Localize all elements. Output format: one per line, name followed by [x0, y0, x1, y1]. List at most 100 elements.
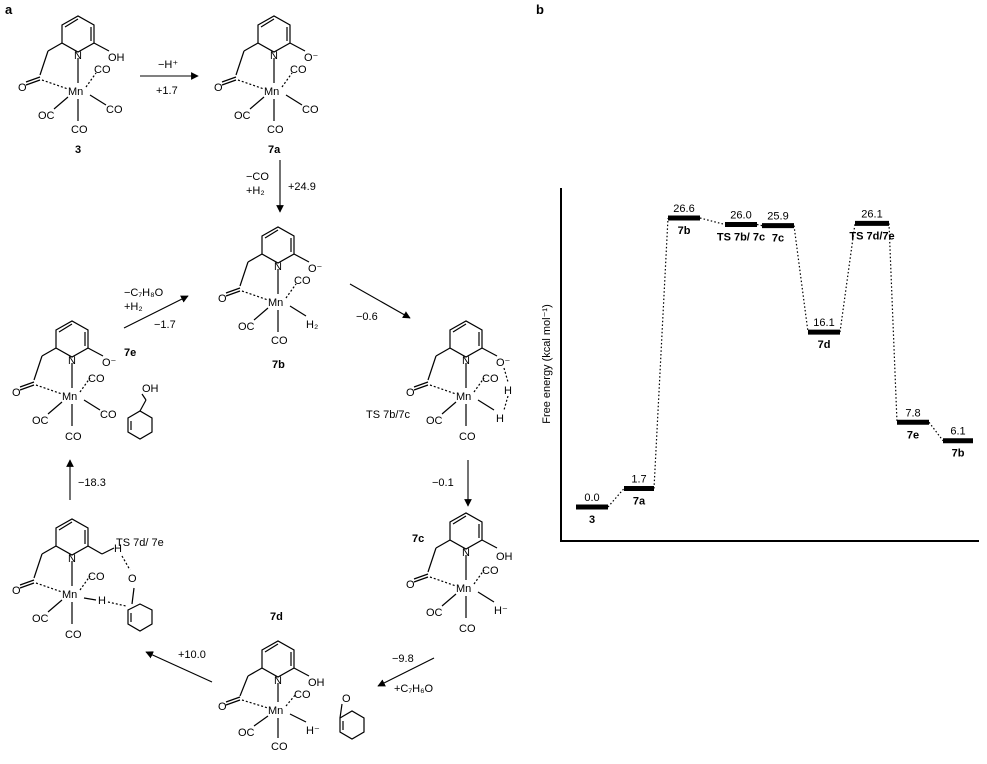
step-2-left2: +H₂	[246, 185, 265, 197]
svg-text:H⁻: H⁻	[306, 725, 320, 737]
svg-text:CO: CO	[65, 629, 82, 641]
svg-text:OH: OH	[308, 677, 325, 689]
connector-6	[888, 223, 898, 423]
svg-text:O: O	[406, 387, 415, 399]
energy-value-label-1: 1.7	[631, 474, 646, 486]
step-8-bottom: −1.7	[154, 319, 176, 331]
step-4: −0.1	[432, 477, 454, 489]
svg-text:OC: OC	[426, 607, 443, 619]
connector-2	[699, 217, 726, 226]
benzyl-alcohol: OH	[127, 383, 159, 440]
svg-text:O⁻: O⁻	[102, 357, 117, 369]
svg-text:H: H	[496, 413, 504, 425]
step-1-top: −H⁺	[158, 59, 178, 71]
svg-text:OC: OC	[238, 321, 255, 333]
svg-text:N: N	[462, 355, 470, 367]
compound-7b-label: 7b	[272, 359, 285, 371]
svg-text:N: N	[270, 50, 278, 62]
connector-1	[653, 217, 669, 489]
step-5-bottom: +C₇H₆O	[394, 683, 434, 695]
step-7: −18.3	[78, 477, 106, 489]
svg-text:CO: CO	[267, 124, 284, 136]
svg-text:CO: CO	[302, 104, 319, 116]
svg-text:CO: CO	[294, 275, 311, 287]
svg-text:H: H	[114, 543, 122, 555]
co-text: CO	[106, 104, 123, 116]
svg-text:OC: OC	[426, 415, 443, 427]
n-atom: N	[74, 50, 82, 62]
energy-value-label-2: 26.6	[673, 203, 694, 215]
step-arrow-8	[123, 295, 189, 329]
svg-text:CO: CO	[482, 565, 499, 577]
energy-species-label-3: TS 7b/ 7c	[717, 232, 765, 244]
co-text: CO	[94, 64, 111, 76]
svg-text:O: O	[218, 701, 227, 713]
energy-species-label-5: 7d	[818, 339, 831, 351]
svg-text:H: H	[504, 385, 512, 397]
step-arrow-6	[145, 651, 213, 683]
chart-axes	[560, 188, 979, 542]
y-axis-label: Free energy (kcal mol⁻¹)	[541, 304, 553, 424]
svg-text:O: O	[406, 579, 415, 591]
step-1-bottom: +1.7	[156, 85, 178, 97]
energy-species-label-8: 7b	[952, 448, 965, 460]
panel-a-label: a	[5, 2, 13, 17]
connector-7	[928, 421, 944, 442]
svg-text:OC: OC	[32, 415, 49, 427]
complex-7c: N OH O Mn CO H⁻ OC CO	[406, 512, 513, 635]
svg-text:CO: CO	[459, 623, 476, 635]
connector-3	[756, 223, 763, 227]
svg-text:CO: CO	[100, 409, 117, 421]
svg-text:Mn: Mn	[62, 391, 77, 403]
step-8-top2: +H₂	[124, 301, 143, 313]
svg-text:O: O	[342, 693, 351, 705]
svg-text:O⁻: O⁻	[308, 263, 323, 275]
benzaldehyde-product: O	[339, 693, 365, 740]
energy-species-label-1: 7a	[633, 496, 646, 508]
svg-text:Mn: Mn	[456, 583, 471, 595]
svg-text:CO: CO	[271, 741, 288, 753]
svg-text:H: H	[98, 595, 106, 607]
svg-text:Mn: Mn	[456, 391, 471, 403]
svg-text:N: N	[68, 553, 76, 565]
svg-text:H⁻: H⁻	[494, 605, 508, 617]
acyl-o: O	[18, 82, 27, 94]
step-6: +10.0	[178, 649, 206, 661]
svg-text:CO: CO	[290, 64, 307, 76]
svg-text:OH: OH	[496, 551, 513, 563]
svg-text:CO: CO	[88, 571, 105, 583]
step-arrow-3	[349, 283, 411, 319]
svg-text:Mn: Mn	[268, 297, 283, 309]
energy-value-label-5: 16.1	[813, 317, 834, 329]
svg-text:O⁻: O⁻	[304, 52, 319, 64]
svg-text:H₂: H₂	[306, 319, 318, 331]
svg-text:N: N	[462, 547, 470, 559]
connector-4	[793, 225, 809, 333]
step-arrow-5	[377, 657, 435, 687]
svg-text:N: N	[274, 261, 282, 273]
compound-7e-label: 7e	[124, 347, 136, 359]
svg-text:O⁻: O⁻	[496, 357, 511, 369]
svg-text:O: O	[214, 82, 223, 94]
compound-7a-label: 7a	[268, 144, 281, 156]
complex-7a: N O⁻ O Mn CO CO OC CO 7a	[214, 15, 319, 156]
complex-ts-7b-7c: N O⁻ H O Mn CO H OC CO	[406, 320, 512, 443]
energy-profile-chart: Free energy (kcal mol⁻¹) 0.031.77a26.67b…	[541, 188, 979, 542]
svg-text:O: O	[128, 573, 137, 585]
mn-atom: Mn	[68, 86, 83, 98]
energy-species-label-2: 7b	[678, 225, 691, 237]
ts-7b-7c-label: TS 7b/7c	[366, 409, 411, 421]
svg-text:O: O	[12, 387, 21, 399]
energy-species-label-4: 7c	[772, 233, 784, 245]
oh-text: OH	[108, 52, 125, 64]
energy-value-label-3: 26.0	[730, 210, 751, 222]
step-2-right: +24.9	[288, 181, 316, 193]
energy-value-label-8: 6.1	[950, 426, 965, 438]
energy-value-label-4: 25.9	[767, 211, 788, 223]
compound-3-label: 3	[75, 144, 81, 156]
step-8-top1: −C₇H₈O	[124, 287, 164, 299]
energy-species-label-7: 7e	[907, 429, 919, 441]
complex-3: N OH O Mn CO CO OC CO 3	[18, 15, 125, 156]
svg-text:CO: CO	[482, 373, 499, 385]
energy-value-label-7: 7.8	[905, 407, 920, 419]
